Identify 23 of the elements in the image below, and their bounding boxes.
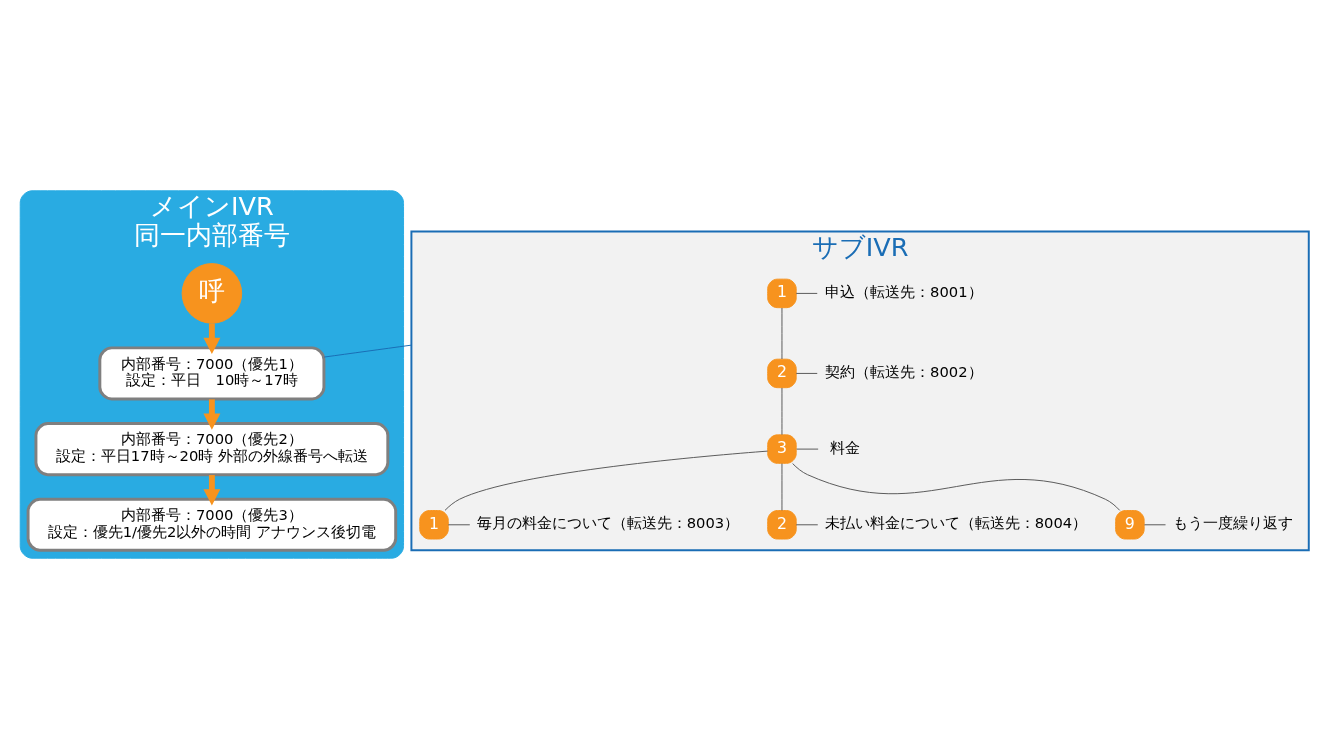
connector	[796, 448, 819, 450]
node-box: 内部番号：7000（優先3） 設定：優先1/優先2以外の時間 アナウンス後切電	[26, 497, 398, 552]
connector	[323, 344, 412, 358]
node-text: 申込（転送先：8001）	[825, 282, 983, 300]
connector	[795, 372, 818, 374]
node-text: 未払い料金について（転送先：8004）	[824, 514, 1088, 532]
node-circle: 呼	[181, 263, 243, 324]
node-box: 内部番号：7000（優先1） 設定：平日 10時～17時	[98, 346, 326, 401]
node-text: 料金	[829, 438, 860, 456]
connector	[1143, 524, 1167, 526]
connector	[781, 463, 783, 511]
connector	[781, 387, 783, 436]
connector	[795, 292, 818, 294]
arrow	[203, 399, 221, 430]
node-text: もう一度繰り返す	[1173, 514, 1294, 532]
connector	[781, 307, 783, 360]
node-box: 内部番号：7000（優先2） 設定：平日17時～20時 外部の外線番号へ転送	[34, 422, 390, 477]
connector	[447, 524, 471, 526]
connector	[795, 524, 819, 526]
connector	[792, 463, 1121, 511]
node-text: 毎月の料金について（転送先：8003）	[476, 514, 740, 532]
node-text: 契約（転送先：8002）	[825, 362, 983, 380]
connector	[444, 450, 769, 511]
